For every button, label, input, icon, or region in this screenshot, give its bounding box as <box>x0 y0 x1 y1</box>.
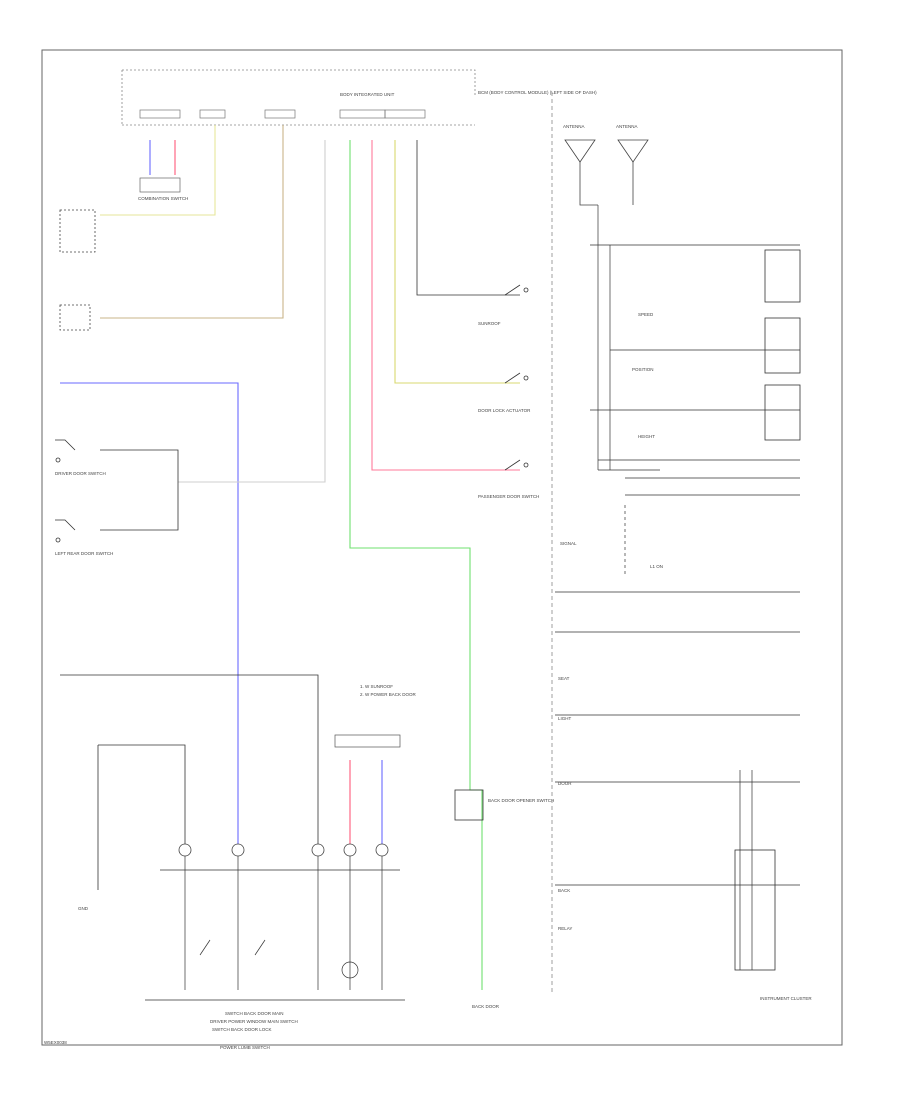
wire-tan <box>100 125 284 319</box>
wire-green <box>349 140 483 990</box>
ground-center-label: L1 ON <box>650 564 663 569</box>
bottom-switch-lines <box>184 856 383 990</box>
terminals <box>178 843 389 857</box>
right-label-speed: SPEED <box>638 312 654 317</box>
door-lock-label: DOOR LOCK ACTUATOR <box>478 408 531 413</box>
bottom-center-connector <box>334 734 401 748</box>
wire-red-long <box>371 140 520 471</box>
antenna-1-label: ANTENNA <box>563 124 585 129</box>
ajar-switches <box>504 284 529 471</box>
bottom-block-4: POWER LUMB SWITCH <box>220 1045 270 1050</box>
top-rail-label: BODY INTEGRATED UNIT <box>340 92 395 97</box>
right-label-height: HEIGHT <box>638 434 655 439</box>
driver-door-switch-label: DRIVER DOOR SWITCH <box>55 471 106 476</box>
relay-network <box>555 205 800 970</box>
wire-yellow <box>394 140 520 384</box>
right-label-back: BACK <box>558 888 570 893</box>
top-rail <box>121 69 476 126</box>
back-door-sub-label: BACK DOOR <box>472 1004 500 1009</box>
wire-blue-long <box>60 382 239 850</box>
right-label-seat: SEAT <box>558 676 570 681</box>
instrument-cluster-label: INSTRUMENT CLUSTER <box>760 996 812 1001</box>
left-rear-door-switch-label: LEFT REAR DOOR SWITCH <box>55 551 113 556</box>
relay-boxes <box>734 249 801 971</box>
combination-switch-box <box>139 177 181 193</box>
door-switches <box>55 439 76 543</box>
ground-bottom-left: GND <box>78 906 89 911</box>
right-label-relay: RELAY <box>558 926 572 931</box>
right-label-position: POSITION <box>632 367 654 372</box>
back-door-opener <box>454 789 484 821</box>
antennas <box>564 139 649 206</box>
wire-gray <box>178 140 326 483</box>
bottom-block-3: SWITCH BACK DOOR LOCK <box>212 1027 272 1032</box>
footer-code: W5EX0038 <box>44 1040 67 1045</box>
left-components <box>59 209 96 331</box>
passenger-door-switch-label: PASSENGER DOOR SWITCH <box>478 494 539 499</box>
top-right-note: BCM (BODY CONTROL MODULE) (LEFT SIDE OF … <box>478 90 597 95</box>
combination-switch-label: COMBINATION SWITCH <box>138 196 188 201</box>
diagram-frame <box>41 49 843 1046</box>
sunroof-label: SUNROOF <box>478 321 501 326</box>
right-label-door: DOOR <box>558 781 572 786</box>
back-door-opener-label: BACK DOOR OPENER SWITCH <box>488 798 554 803</box>
antenna-2-label: ANTENNA <box>616 124 638 129</box>
right-label-light: LIGHT <box>558 716 572 721</box>
note-2: 2. W POWER BACK DOOR <box>360 692 417 697</box>
bottom-block-2: DRIVER POWER WINDOW MAIN SWITCH <box>210 1019 298 1024</box>
bottom-block-1: SWITCH BACK DOOR MAIN <box>225 1011 284 1016</box>
top-connectors <box>139 109 426 119</box>
note-1: 1. W SUNROOF <box>360 684 393 689</box>
right-label-signal: SIGNAL <box>560 541 577 546</box>
wire-yellow-2 <box>100 125 216 216</box>
wire-black-group <box>60 140 520 1001</box>
